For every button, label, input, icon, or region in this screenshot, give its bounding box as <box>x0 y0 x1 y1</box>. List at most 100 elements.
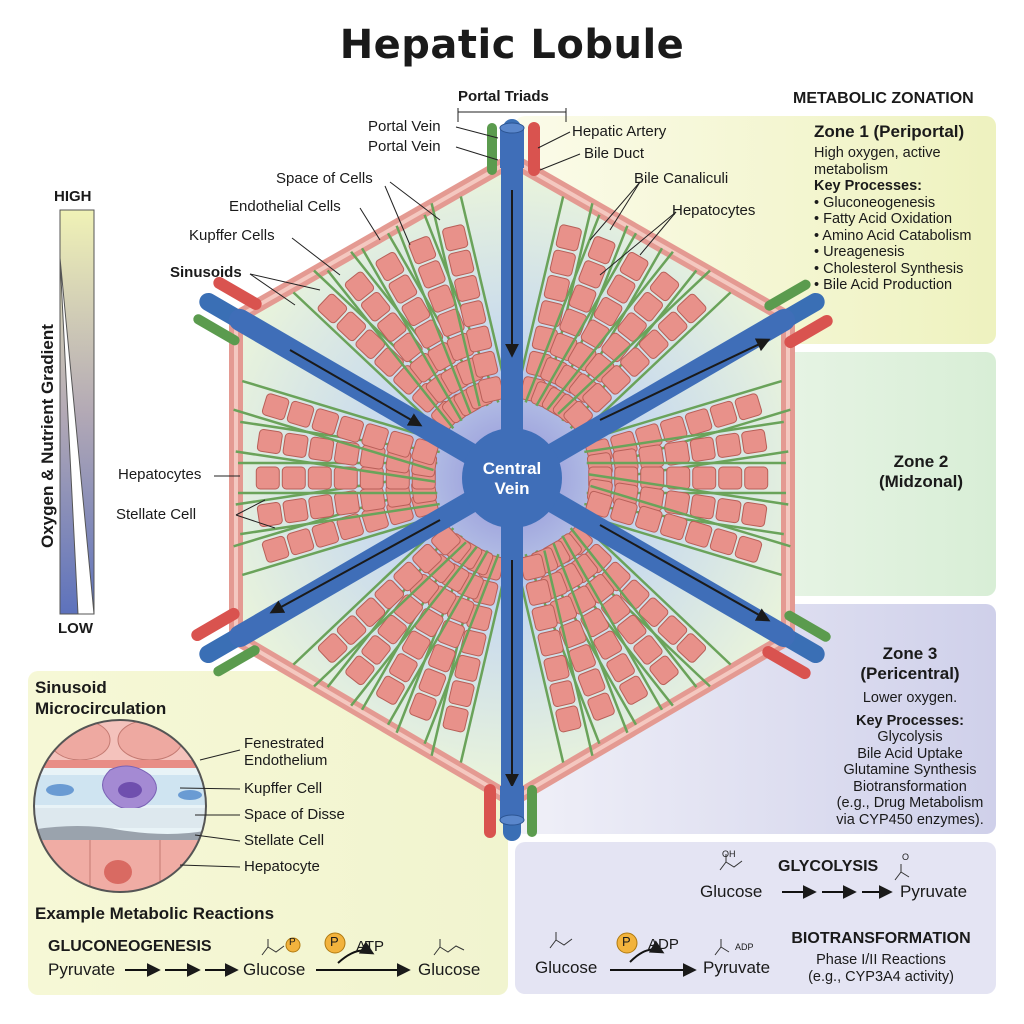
hepatocyte <box>649 271 680 302</box>
zonation-heading: METABOLIC ZONATION <box>793 90 974 107</box>
biotransformation-adp-small: ADP <box>735 942 754 952</box>
zone2-text: Zone 2 (Midzonal) <box>878 452 964 491</box>
inset-label-stellate: Stellate Cell <box>244 832 325 849</box>
sinusoid-line <box>241 379 443 443</box>
hepatocyte <box>633 291 663 322</box>
hepatocyte <box>617 312 647 342</box>
hepatocyte <box>657 311 688 342</box>
hepatocyte <box>639 329 669 359</box>
hepatocyte <box>638 444 665 470</box>
sinusoid-line <box>543 550 594 757</box>
hepatocyte-cord <box>535 535 664 726</box>
hepatocyte <box>412 543 442 574</box>
glycolysis-name: GLYCOLYSIS <box>778 858 879 875</box>
sinusoid-line <box>584 420 784 454</box>
triad-vessel <box>193 314 240 346</box>
page-title: Hepatic Lobule <box>339 22 685 68</box>
glycolysis-o-minus: O <box>902 852 910 862</box>
hepatocyte-cord <box>235 420 440 483</box>
gradient-axis-label: Oxygen & Nutrient Gradient <box>38 324 57 548</box>
hepatocyte <box>428 644 456 673</box>
hepatocyte <box>478 376 505 404</box>
hepatocyte <box>460 300 487 328</box>
hepatocyte-cord <box>292 519 467 688</box>
hepatocyte <box>317 293 348 324</box>
hepatocyte <box>519 553 546 581</box>
sinusoid-line <box>546 250 674 411</box>
sinusoid-line <box>561 535 664 711</box>
hepatocyte <box>418 668 447 697</box>
hepatocyte <box>344 271 375 302</box>
hepatocyte-cord <box>557 269 732 437</box>
sinusoid-line <box>513 557 565 763</box>
hepatocyte <box>336 311 367 342</box>
sinusoid-line <box>590 484 791 548</box>
zone3-process-item: Bile Acid Uptake <box>857 745 963 762</box>
hepatocyte <box>620 347 650 377</box>
hepatocyte <box>307 466 332 490</box>
inset-label-hepatocyte: Hepatocyte <box>244 858 320 875</box>
hepatocyte-cord <box>586 461 786 495</box>
hepatocyte <box>336 513 364 541</box>
sinusoid-line <box>459 196 511 400</box>
hepatocyte <box>638 597 669 627</box>
hepatocyte <box>336 615 367 645</box>
hepatocyte <box>543 275 570 302</box>
gradient-wedge <box>59 257 95 615</box>
hepatocyte <box>472 350 499 378</box>
hepatocyte <box>377 312 407 342</box>
hepatocyte <box>601 365 631 395</box>
gluconeogenesis-name: GLUCONEOGENESIS <box>48 938 212 955</box>
hepatocyte <box>664 490 691 516</box>
hepatocyte <box>549 680 576 708</box>
hepatocyte <box>684 520 713 548</box>
hepatocyte <box>525 578 552 606</box>
hepatocyte-cord <box>581 484 791 577</box>
sinusoid-line <box>535 232 638 407</box>
biotransformation-panel <box>515 842 996 994</box>
hepatocyte <box>374 579 405 610</box>
hepatocyte <box>606 653 635 683</box>
zone1-process-item: • Amino Acid Catabolism <box>814 227 972 244</box>
stellate-cell-label: Stellate Cell <box>116 506 197 523</box>
central-vein <box>462 428 562 528</box>
hepatocyte <box>606 274 636 304</box>
hepatocyte <box>359 486 386 512</box>
sinusoid-line <box>386 550 489 726</box>
sinusoid-line <box>588 473 789 506</box>
hepatocyte <box>593 630 623 660</box>
sinusoid-line <box>423 553 500 745</box>
hepatocyte <box>361 291 391 322</box>
hepatocyte <box>409 692 437 721</box>
zone3-process-item: Glycolysis <box>877 729 943 745</box>
hepatocytes-top-label: Hepatocytes <box>672 202 756 219</box>
triad-vessel <box>191 607 240 642</box>
hepatocyte <box>744 466 769 490</box>
sinusoid-line <box>292 519 447 666</box>
hepatocyte <box>454 654 481 682</box>
hepatocyte <box>401 630 431 660</box>
zone1-process-item: • Cholesterol Synthesis <box>814 260 964 277</box>
hepatocyte <box>361 635 391 665</box>
hepatocyte <box>448 249 475 277</box>
sinusoid-line <box>552 542 629 734</box>
hepatocyte <box>676 633 707 663</box>
leader-lines <box>214 108 677 529</box>
hepatocyte <box>442 705 469 733</box>
zone1-process-item: • Fatty Acid Oxidation <box>814 211 953 227</box>
triad-vessel <box>784 314 833 349</box>
hepatocyte <box>543 654 570 682</box>
hepatocyte <box>286 400 315 428</box>
hepatocyte <box>418 260 446 289</box>
hepatocyte <box>568 284 597 313</box>
hepatocyte <box>689 436 716 462</box>
kupffer-cells-label: Kupffer Cells <box>189 227 275 244</box>
zone3-text: Zone 3 (Pericentral) Lower oxygen. Key P… <box>825 644 995 828</box>
hepatocyte <box>578 260 606 289</box>
hepatocyte <box>587 692 615 721</box>
hepatocyte <box>256 428 283 455</box>
gluconeogenesis-from: Pyruvate <box>48 960 116 979</box>
hepatocyte <box>311 520 340 548</box>
hepatocyte <box>361 423 389 451</box>
